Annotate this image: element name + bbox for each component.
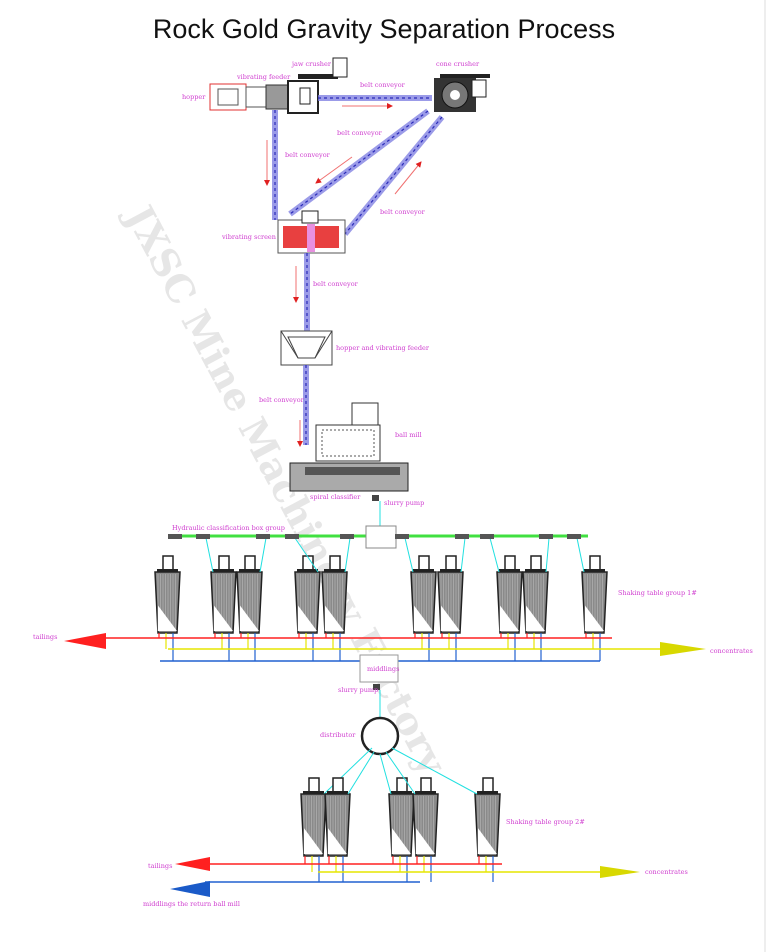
feed-pipe: [323, 747, 373, 795]
feed-pipe: [347, 751, 375, 795]
belt-conveyor-label-6: belt conveyor: [259, 396, 305, 404]
feed-pipe: [385, 751, 416, 795]
slurry-pump-label-1: slurry pump: [384, 499, 424, 507]
middlings-box: [359, 654, 399, 683]
spiral-classifier-label: spiral classifier: [310, 493, 361, 501]
hopper: [209, 83, 247, 111]
feed-pipe: [205, 537, 214, 573]
vibrating-feeder: [245, 84, 291, 110]
slurry-pump: [372, 495, 379, 501]
shaking-table: [300, 747, 373, 882]
shaking-table: [324, 751, 375, 882]
hopper-feeder-label: hopper and vibrating feeder: [336, 344, 430, 352]
hydraulic-classification-box: [340, 534, 354, 539]
flow-arrow: [394, 161, 422, 195]
ball-mill-label: ball mill: [395, 431, 422, 439]
belt-conveyor-label-1: belt conveyor: [360, 81, 406, 89]
shaking-table: [522, 537, 550, 661]
vibrating-screen-label: vibrating screen: [221, 233, 276, 241]
belt-conveyor-label-3: belt conveyor: [380, 208, 426, 216]
hydraulic-classification-box: [196, 534, 210, 539]
shaking-group-1-label: Shaking table group 1#: [618, 589, 697, 597]
hydraulic-group-label: Hydraulic classification box group: [172, 524, 285, 532]
hydraulic-classification-box: [285, 534, 299, 539]
hydraulic-classification-box: [455, 534, 469, 539]
shaking-table: [236, 537, 267, 661]
jaw-crusher: [287, 57, 348, 114]
feed-pipe: [259, 537, 267, 573]
concentrates-label-1: concentrates: [710, 647, 753, 655]
feed-pipe: [391, 747, 478, 795]
hydraulic-classification-box: [395, 534, 409, 539]
tailings-line-1: [64, 633, 612, 649]
belt-conveyor-cone-to-screen: [288, 108, 430, 217]
feed-pipe: [294, 537, 319, 573]
tailings-label-2: tailings: [148, 862, 172, 870]
feed-pipe: [489, 537, 500, 573]
hydraulic-classification-box: [480, 534, 494, 539]
tailings-line-2: [175, 857, 502, 871]
feed-pipe: [379, 753, 392, 795]
shaking-table: [391, 747, 501, 882]
vibrating-feeder-label: vibrating feeder: [236, 73, 291, 81]
concentrates-line-1: [168, 642, 706, 656]
belt-conveyor-label-2: belt conveyor: [337, 129, 383, 137]
hydraulic-classification-box: [168, 534, 182, 539]
hydraulic-classification-box: [567, 534, 581, 539]
middlings-return-label: middlings the return ball mill: [143, 900, 240, 908]
middlings-label: middlings: [367, 665, 399, 673]
shaking-table: [379, 753, 415, 882]
hydraulic-classification-box: [539, 534, 553, 539]
cone-crusher: [434, 74, 490, 112]
ball-mill: [315, 402, 381, 462]
shaking-table: [385, 751, 439, 882]
concentrates-line-2: [318, 866, 640, 878]
feed-pipe: [344, 537, 351, 573]
belt-conveyor-label-5: belt conveyor: [313, 280, 359, 288]
spiral-classifier: [289, 462, 409, 492]
shaking-table: [154, 555, 181, 661]
feed-pipe: [404, 537, 414, 573]
concentrates-label-2: concentrates: [645, 868, 688, 876]
shaking-table: [294, 537, 321, 661]
vibrating-screen: [277, 210, 346, 254]
hydraulic-classification-box: [256, 534, 270, 539]
belt-conveyor-label-4: belt conveyor: [285, 151, 331, 159]
cone-crusher-label: cone crusher: [436, 60, 480, 68]
shaking-table: [576, 537, 608, 661]
page-title: Rock Gold Gravity Separation Process: [152, 14, 616, 44]
tailings-label-1: tailings: [33, 633, 57, 641]
shaking-table: [489, 537, 523, 661]
shaking-group-2-label: Shaking table group 2#: [506, 818, 585, 826]
slurry-pump-label-2: slurry pump: [338, 686, 378, 694]
middlings-return-line: [170, 881, 420, 897]
feed-pipe: [460, 537, 466, 573]
feed-pipe: [576, 537, 585, 573]
hopper-label: hopper: [182, 93, 206, 101]
distributor-label: distributor: [320, 731, 356, 739]
shaking-table: [404, 537, 437, 661]
feed-pipe: [545, 537, 550, 573]
hydraulic-distribution-box: [365, 525, 397, 549]
shaking-table: [437, 537, 466, 661]
belt-conveyor-screen-to-cone: [342, 115, 445, 236]
shaking-table: [205, 537, 237, 661]
jaw-crusher-label: jaw crusher: [291, 60, 332, 68]
flow-arrow: [315, 156, 353, 184]
hopper-and-vibrating-feeder: [280, 330, 333, 366]
slurry-pump-2: [373, 684, 380, 690]
